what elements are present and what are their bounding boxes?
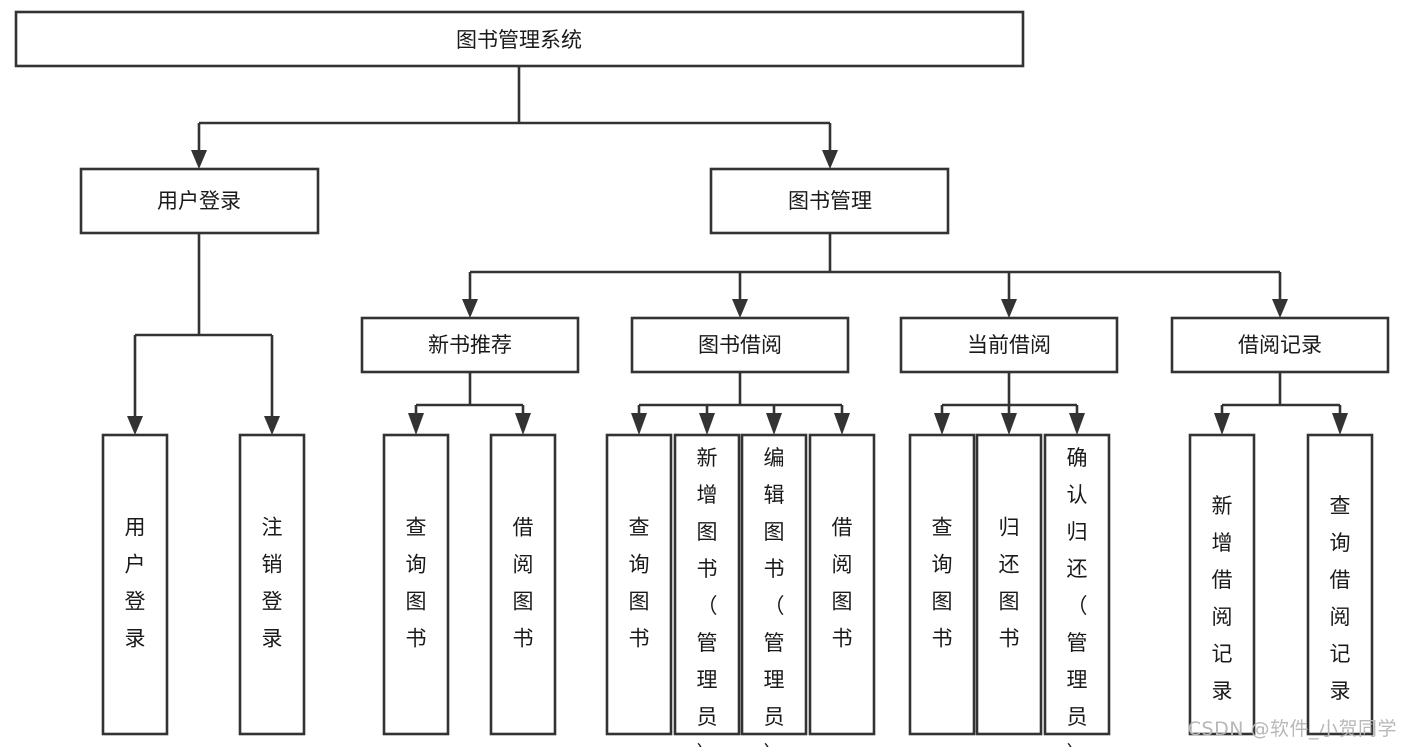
node-leaf-add-record-box[interactable] (1188, 433, 1256, 736)
node-root-box[interactable] (14, 10, 1025, 68)
arrow-book-borrow (732, 299, 748, 318)
csdn-watermark: CSDN @软件_小贺同学 (1187, 718, 1397, 740)
arrow-borrow-record (1272, 299, 1288, 318)
arrow-book-manage (822, 150, 838, 169)
node-book-borrow-label: 图书借阅 (698, 333, 782, 357)
arrow-leaf-borrow-book-1 (515, 413, 531, 435)
node-leaf-borrow-book-2[interactable]: 借阅图书 (808, 433, 876, 736)
node-leaf-user-logout-box[interactable] (238, 433, 306, 736)
node-book-borrow-box[interactable] (630, 316, 850, 374)
node-borrow-record[interactable]: 借阅记录 (1170, 316, 1390, 374)
node-leaf-add-record[interactable]: 新增借阅记录 (1188, 433, 1256, 736)
node-leaf-query-book-3[interactable]: 查询图书 (908, 433, 976, 736)
node-leaf-confirm-return-label: 确认归还（管理员） (1067, 446, 1088, 747)
node-borrow-record-box[interactable] (1170, 316, 1390, 374)
arrow-leaf-user-login (127, 416, 143, 435)
node-leaf-query-book-3-label: 查询图书 (932, 516, 953, 651)
arrow-leaf-return-book (1001, 413, 1017, 435)
node-root-label: 图书管理系统 (456, 28, 582, 52)
node-new-book-recommend-label: 新书推荐 (428, 333, 512, 357)
node-user-login-label: 用户登录 (157, 189, 241, 213)
node-book-manage-box[interactable] (709, 167, 950, 235)
node-leaf-query-book-2-box[interactable] (605, 433, 673, 736)
arrow-leaf-edit-book (766, 413, 782, 435)
node-leaf-query-book-2-label: 查询图书 (629, 516, 650, 651)
node-leaf-query-book-3-box[interactable] (908, 433, 976, 736)
node-new-book-recommend[interactable]: 新书推荐 (360, 316, 580, 374)
arrow-leaf-user-logout (264, 416, 280, 435)
arrow-current-borrow (1001, 299, 1017, 318)
node-leaf-query-book-2[interactable]: 查询图书 (605, 433, 673, 736)
node-leaf-borrow-book-1-box[interactable] (489, 433, 557, 736)
node-leaf-return-book[interactable]: 归还图书 (975, 433, 1043, 736)
node-leaf-return-book-box[interactable] (975, 433, 1043, 736)
node-leaf-edit-book-label: 编辑图书（管理员） (764, 446, 785, 747)
arrow-leaf-query-book-3 (934, 413, 950, 435)
node-leaf-user-login-box[interactable] (101, 433, 169, 736)
node-book-manage[interactable]: 图书管理 (709, 167, 950, 235)
node-leaf-query-book-1[interactable]: 查询图书 (382, 433, 450, 736)
node-book-manage-label: 图书管理 (788, 189, 872, 213)
arrow-leaf-confirm-return (1069, 413, 1085, 435)
node-leaf-user-login-label: 用户登录 (125, 516, 146, 651)
node-leaf-query-record-label: 查询借阅记录 (1330, 494, 1351, 703)
node-leaf-user-logout[interactable]: 注销登录 (238, 433, 306, 736)
connector-group (127, 66, 1348, 435)
node-leaf-user-login[interactable]: 用户登录 (101, 433, 169, 736)
arrow-user-login (191, 150, 207, 169)
arrow-leaf-add-record (1214, 413, 1230, 435)
node-leaf-borrow-book-2-label: 借阅图书 (832, 516, 853, 651)
node-borrow-record-label: 借阅记录 (1238, 333, 1322, 357)
node-leaf-query-book-1-box[interactable] (382, 433, 450, 736)
node-leaf-add-book[interactable]: 新增图书（管理员） (673, 433, 741, 747)
node-leaf-query-record[interactable]: 查询借阅记录 (1306, 433, 1374, 736)
node-leaf-confirm-return-box[interactable] (1043, 433, 1111, 736)
node-leaf-borrow-book-1[interactable]: 借阅图书 (489, 433, 557, 736)
node-current-borrow[interactable]: 当前借阅 (899, 316, 1119, 374)
node-user-login[interactable]: 用户登录 (79, 167, 320, 235)
node-current-borrow-box[interactable] (899, 316, 1119, 374)
node-user-login-box[interactable] (79, 167, 320, 235)
node-leaf-edit-book-box[interactable] (740, 433, 808, 736)
node-book-borrow[interactable]: 图书借阅 (630, 316, 850, 374)
node-leaf-borrow-book-2-box[interactable] (808, 433, 876, 736)
node-leaf-query-record-box[interactable] (1306, 433, 1374, 736)
arrow-leaf-query-record (1332, 413, 1348, 435)
node-leaf-borrow-book-1-label: 借阅图书 (513, 516, 534, 651)
node-leaf-add-book-label: 新增图书（管理员） (697, 446, 718, 747)
node-leaf-return-book-label: 归还图书 (999, 516, 1020, 651)
arrow-leaf-add-book (699, 413, 715, 435)
node-leaf-query-book-1-label: 查询图书 (406, 516, 427, 651)
node-leaf-confirm-return[interactable]: 确认归还（管理员） (1043, 433, 1111, 747)
arrow-new-book (462, 299, 478, 318)
node-leaf-add-book-box[interactable] (673, 433, 741, 736)
node-current-borrow-label: 当前借阅 (967, 333, 1051, 357)
arrow-leaf-borrow-book-2 (834, 413, 850, 435)
arrow-leaf-query-book-2 (631, 413, 647, 435)
node-leaf-user-logout-label: 注销登录 (262, 516, 283, 651)
node-leaf-edit-book[interactable]: 编辑图书（管理员） (740, 433, 808, 747)
node-leaf-add-record-label: 新增借阅记录 (1212, 494, 1233, 703)
node-new-book-recommend-box[interactable] (360, 316, 580, 374)
arrow-leaf-query-book-1 (408, 413, 424, 435)
node-root[interactable]: 图书管理系统 (14, 10, 1025, 68)
